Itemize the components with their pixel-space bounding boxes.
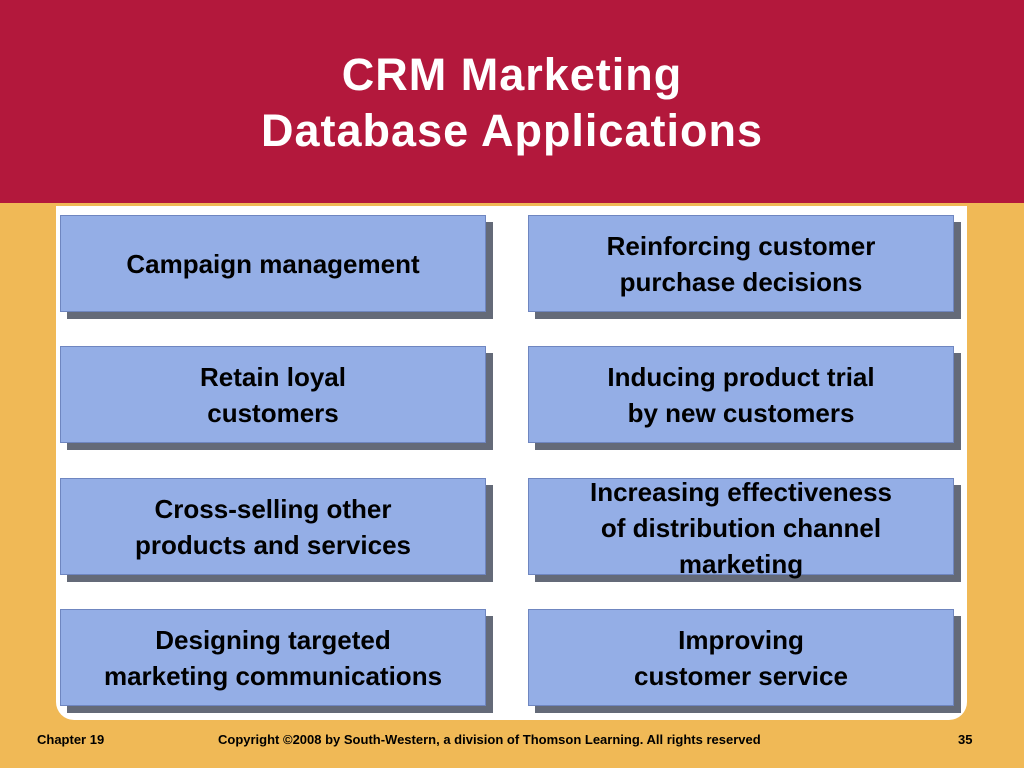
box-distribution-channel: Increasing effectiveness of distribution… — [528, 477, 954, 579]
box-line: of distribution channel — [600, 513, 882, 543]
slide-footer: Chapter 19 Copyright ©2008 by South-West… — [0, 724, 1024, 768]
box-line: Improving — [678, 624, 804, 655]
box-campaign-management: Campaign management — [60, 215, 486, 312]
box-text: Campaign management — [126, 246, 419, 282]
box-line: products and services — [135, 529, 411, 560]
box-text: Cross-selling other products and service… — [135, 491, 411, 563]
box-line: customers — [207, 397, 339, 428]
box-line: by new customers — [627, 397, 855, 428]
box-text: Improving customer service — [634, 622, 848, 694]
box-line: Inducing product trial — [607, 361, 875, 392]
slide-title: CRM Marketing Database Applications — [0, 47, 1024, 159]
title-band: CRM Marketing Database Applications — [0, 0, 1024, 203]
box-line: Reinforcing customer — [606, 230, 876, 261]
box-text: Designing targeted marketing communicati… — [104, 622, 442, 694]
box-line: Designing targeted — [155, 624, 391, 655]
title-line-1: CRM Marketing — [341, 49, 683, 100]
box-line: Increasing effectiveness — [589, 477, 893, 507]
box-retain-loyal-customers: Retain loyal customers — [60, 346, 486, 443]
chapter-label: Chapter 19 — [37, 732, 105, 747]
box-line: purchase decisions — [619, 266, 863, 297]
box-improving-service: Improving customer service — [528, 609, 954, 706]
box-line: marketing — [678, 549, 804, 579]
box-inducing-trial: Inducing product trial by new customers — [528, 346, 954, 443]
box-text: Increasing effectiveness of distribution… — [590, 474, 892, 582]
box-text: Retain loyal customers — [200, 359, 346, 431]
copyright-notice: Copyright ©2008 by South-Western, a divi… — [218, 732, 761, 747]
box-line: Campaign management — [126, 248, 420, 279]
title-line-2: Database Applications — [261, 105, 763, 156]
box-line: Cross-selling other — [154, 493, 392, 524]
box-line: marketing communications — [103, 660, 443, 691]
box-line: Retain loyal — [200, 361, 346, 392]
box-cross-selling: Cross-selling other products and service… — [60, 478, 486, 575]
page-number: 35 — [958, 732, 973, 747]
box-line: customer service — [634, 660, 848, 691]
box-reinforcing-decisions: Reinforcing customer purchase decisions — [528, 215, 954, 312]
box-text: Reinforcing customer purchase decisions — [607, 228, 876, 300]
box-text: Inducing product trial by new customers — [607, 359, 874, 431]
box-designing-targeted: Designing targeted marketing communicati… — [60, 609, 486, 706]
